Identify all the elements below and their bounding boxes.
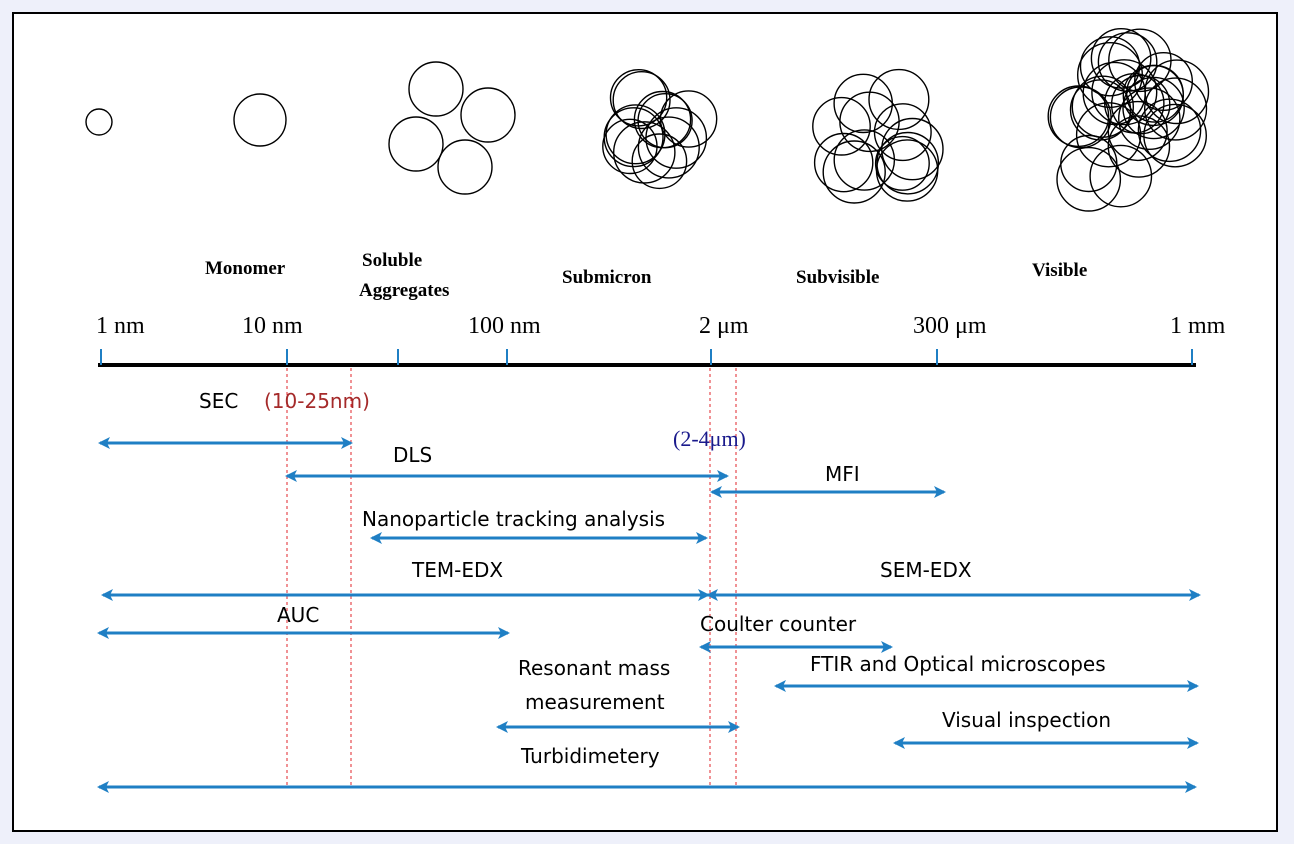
label-sec: SEC — [199, 389, 238, 413]
particle-soluble-aggregate — [388, 61, 516, 195]
particle-submicron — [602, 69, 718, 190]
scale-label-100nm: 100 nm — [468, 313, 541, 339]
technique-arrows — [97, 437, 1201, 793]
label-turbidimetry: Turbidimetery — [520, 744, 660, 768]
category-subvisible: Subvisible — [796, 267, 879, 288]
particle-visible — [1047, 28, 1210, 212]
particle-1nm — [85, 108, 113, 136]
particle-circle — [1056, 146, 1122, 212]
scale-label-10nm: 10 nm — [242, 313, 303, 339]
category-aggregates: Aggregates — [359, 280, 449, 301]
particle-circle — [839, 91, 900, 153]
scale-label-1nm: 1 nm — [96, 313, 145, 339]
scale-label-2um: 2 μm — [699, 313, 749, 339]
label-mfi: MFI — [825, 462, 860, 486]
label-coulter: Coulter counter — [700, 612, 857, 636]
range-label-10-25nm: (10-25nm) — [264, 389, 370, 413]
particle-circle — [1060, 134, 1118, 193]
particle-circle — [602, 118, 658, 175]
category-visible: Visible — [1032, 260, 1087, 281]
label-measurement: measurement — [525, 690, 665, 714]
particle-circle — [813, 132, 874, 193]
category-submicron: Submicron — [562, 267, 652, 288]
particle-circle — [833, 129, 896, 191]
particle-circle — [612, 70, 671, 130]
label-sem-edx: SEM-EDX — [880, 558, 972, 582]
reference-dashed-lines — [286, 368, 737, 788]
particle-circle — [1122, 76, 1185, 140]
scale-label-300um: 300 μm — [913, 313, 987, 339]
particle-circle — [876, 131, 940, 195]
particle-circle — [881, 117, 944, 181]
particle-circle — [868, 68, 930, 131]
label-ftir: FTIR and Optical microscopes — [810, 652, 1106, 676]
particle-circle — [833, 73, 894, 134]
diagram-frame — [12, 12, 1278, 832]
particle-circle — [631, 133, 688, 190]
particle-circle — [812, 96, 871, 156]
particle-circle — [874, 135, 930, 191]
label-visual: Visual inspection — [942, 708, 1111, 732]
particle-circle — [1107, 115, 1171, 178]
axis-ticks — [100, 349, 1193, 365]
particle-circle — [1143, 103, 1208, 168]
particle-circle — [1097, 32, 1158, 92]
label-auc: AUC — [277, 603, 319, 627]
particle-subvisible — [812, 68, 944, 204]
particle-circle — [1071, 75, 1135, 138]
particle-circle — [1089, 144, 1153, 208]
particle-circle — [1075, 102, 1142, 168]
range-label-2-4um: (2-4μm) — [673, 426, 746, 451]
label-tem-edx: TEM-EDX — [411, 558, 503, 582]
particle-circle — [1143, 77, 1208, 141]
particle-circle — [613, 121, 676, 184]
particle-monomer — [233, 93, 287, 147]
particle-circle — [1091, 59, 1158, 126]
particle-circle — [873, 103, 932, 162]
particle-circle — [1118, 87, 1181, 150]
particle-circle — [637, 116, 700, 179]
particle-circle — [1144, 59, 1210, 125]
particle-circle — [822, 140, 886, 204]
label-dls: DLS — [393, 443, 432, 467]
particle-circle — [1107, 100, 1168, 162]
particle-circle — [1090, 28, 1152, 89]
category-monomer: Monomer — [205, 258, 286, 279]
category-soluble: Soluble — [362, 250, 422, 271]
scale-label-1mm: 1 mm — [1170, 313, 1226, 339]
particle-circle — [1047, 85, 1110, 148]
label-nta: Nanoparticle tracking analysis — [362, 507, 665, 531]
label-resonant-mass: Resonant mass — [518, 656, 670, 680]
particle-circle — [659, 90, 718, 148]
